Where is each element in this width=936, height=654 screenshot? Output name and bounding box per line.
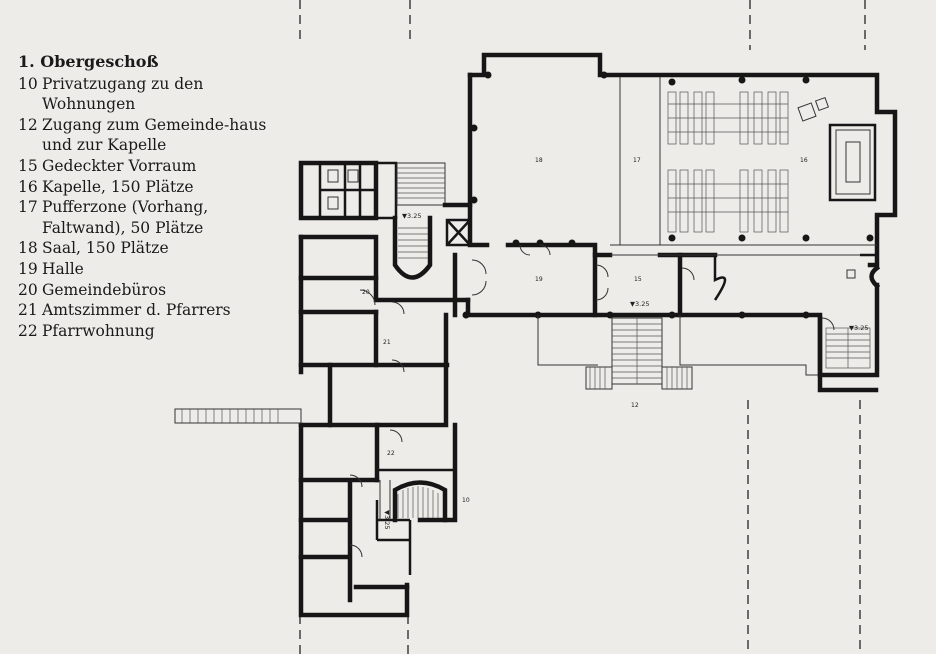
legend-heading: 1. Obergeschoß	[18, 52, 159, 71]
level-marks: ▼3.25 ▼3.25 ▼3.25 ▼3.25	[383, 212, 868, 529]
legend-number: 21	[18, 301, 38, 320]
legend-number: 15	[18, 156, 38, 175]
legend-number: 22	[18, 321, 38, 340]
legend-number: 17	[18, 198, 38, 217]
legend-text: Saal, 150 Plätze	[42, 239, 169, 258]
legend-number: 10	[18, 74, 38, 93]
legend-text: Amtszimmer d. Pfarrers	[42, 301, 231, 320]
legend-number: 18	[18, 239, 38, 258]
room-label-16: 16	[800, 157, 808, 164]
west-wing	[298, 234, 458, 618]
legend-text: Privatzugang zu den Wohnungen	[42, 74, 204, 114]
room-label-19: 19	[535, 276, 543, 283]
room-label-10: 10	[462, 497, 470, 504]
room-label-20: 20	[362, 289, 370, 296]
legend-number: 12	[18, 115, 38, 134]
columns	[462, 71, 874, 319]
room-labels: 18 17 16 19 15 20 21 12 22 10	[362, 157, 808, 504]
legend-text: Kapelle, 150 Plätze	[42, 177, 194, 196]
doors	[349, 244, 835, 558]
legend-number: 16	[18, 177, 38, 196]
sanitary-block	[298, 160, 446, 221]
legend-text: Pfarrwohnung	[42, 321, 155, 340]
legend-text: Gemeindebüros	[42, 280, 167, 299]
room-label-18: 18	[535, 157, 543, 164]
dashed-guides	[299, 0, 866, 654]
walkway	[174, 408, 302, 424]
legend-text: Pufferzone (Vorhang, Faltwand), 50 Plätz…	[42, 198, 209, 237]
level-mark: ▼3.25	[849, 324, 868, 332]
legend-text: Zugang zum Gemeinde-haus und zur Kapelle	[42, 115, 267, 155]
legend-text: Halle	[42, 259, 84, 278]
main-hall-block	[452, 52, 898, 378]
entrance-stairs	[537, 315, 879, 393]
level-mark: ▼3.25	[630, 300, 649, 308]
room-label-17: 17	[633, 157, 641, 164]
room-label-12: 12	[631, 402, 639, 409]
level-mark: ▼3.25	[402, 212, 421, 220]
room-label-22: 22	[387, 450, 395, 457]
room-label-21: 21	[383, 339, 391, 346]
legend-number: 19	[18, 259, 38, 278]
seating	[667, 91, 789, 233]
level-mark: ▼3.25	[383, 510, 391, 529]
legend-text: Gedeckter Vorraum	[42, 156, 197, 175]
room-label-15: 15	[634, 276, 642, 283]
legend-number: 20	[18, 280, 38, 299]
